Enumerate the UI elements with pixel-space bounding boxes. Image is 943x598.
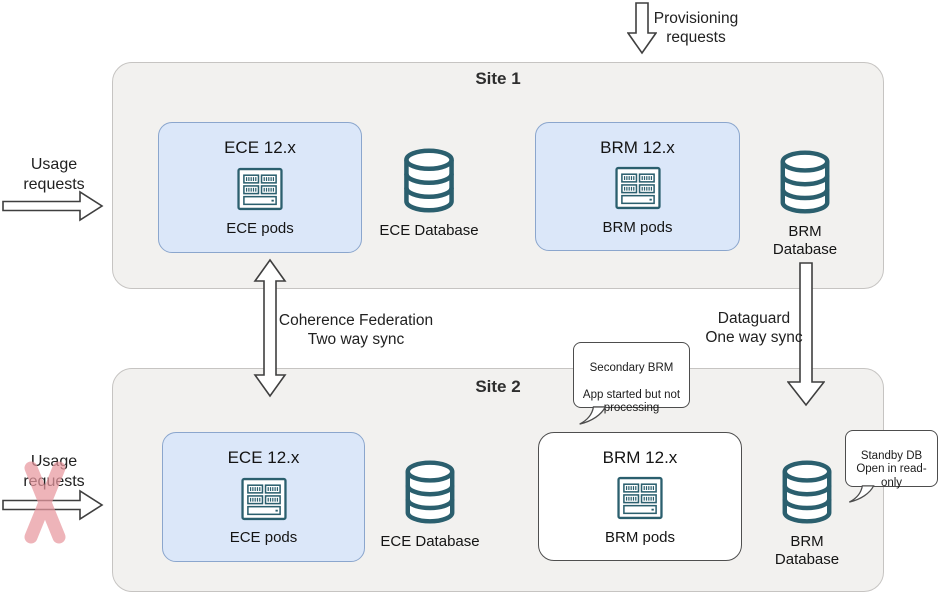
server-rack-icon — [615, 166, 661, 210]
site1-brm-pods-label: BRM pods — [602, 218, 673, 236]
site2-ece-database: ECE Database — [370, 460, 490, 551]
site2-brm-database: BRM Database — [748, 460, 866, 569]
site1-container: Site 1 — [112, 62, 884, 289]
dataguard-label: Dataguard One way sync — [705, 310, 803, 346]
site2-brm-pods-label: BRM pods — [604, 528, 676, 546]
database-cylinder-icon — [401, 460, 459, 524]
site1-title: Site 1 — [475, 69, 521, 88]
callout-tail-icon — [847, 485, 875, 503]
coherence-federation-label: Coherence Federation Two way sync — [278, 312, 434, 348]
server-rack-icon — [617, 476, 663, 520]
site2-brm-title: BRM 12.x — [602, 447, 678, 467]
site1-brm-title: BRM 12.x — [600, 137, 675, 157]
site1-ece-box: ECE 12.x ECE pods — [158, 122, 362, 253]
callout-tail-icon — [577, 406, 607, 425]
site2-title: Site 2 — [475, 377, 521, 396]
usage-requests-top-arrow-icon — [2, 189, 104, 223]
site1-ece-database: ECE Database — [369, 148, 489, 240]
site1-brm-box: BRM 12.x BRM pods — [535, 122, 740, 251]
secondary-brm-callout-text: Secondary BRM App started but not proces… — [582, 361, 681, 415]
site2-brm-database-label: BRM Database — [774, 533, 840, 568]
site2-ece-box: ECE 12.x ECE pods — [162, 432, 365, 562]
site1-brm-database: BRM Database — [746, 150, 864, 259]
standby-db-callout: Standby DB Open in read- only — [845, 430, 938, 487]
site2-ece-pods-label: ECE pods — [229, 529, 298, 547]
red-cross-icon — [23, 460, 67, 545]
site1-brm-database-label: BRM Database — [772, 223, 838, 258]
site1-ece-pods-label: ECE pods — [226, 220, 294, 237]
site2-brm-box: BRM 12.x BRM pods — [538, 432, 742, 561]
secondary-brm-callout: Secondary BRM App started but not proces… — [573, 342, 690, 408]
server-rack-icon — [241, 477, 287, 521]
site2-ece-title: ECE 12.x — [227, 447, 300, 467]
site2-ece-database-label: ECE Database — [380, 533, 480, 550]
site1-ece-title: ECE 12.x — [224, 138, 296, 157]
provisioning-requests-label: Provisioning requests — [653, 10, 739, 46]
usage-requests-top-label: Usage requests — [23, 156, 85, 193]
standby-db-callout-text: Standby DB Open in read- only — [856, 449, 927, 489]
database-cylinder-icon — [400, 148, 458, 213]
database-cylinder-icon — [776, 150, 834, 214]
server-rack-icon — [237, 167, 283, 211]
database-cylinder-icon — [778, 460, 836, 524]
site1-ece-database-label: ECE Database — [379, 222, 479, 239]
